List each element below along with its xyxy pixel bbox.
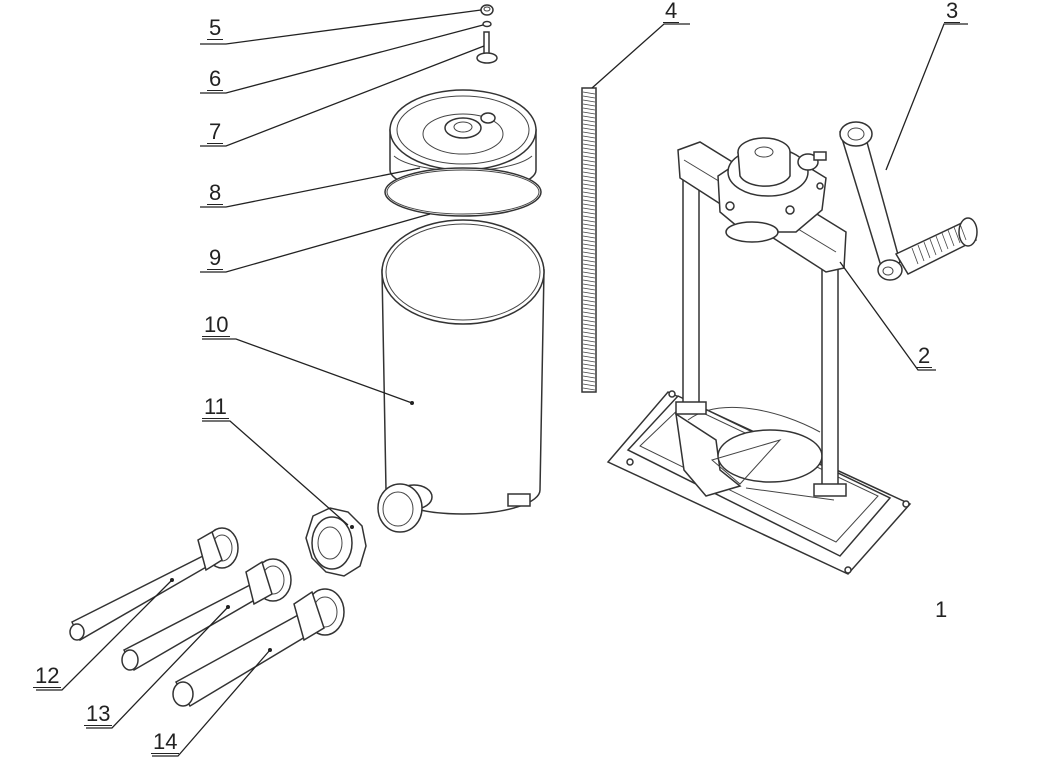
label-10: 10 bbox=[202, 312, 231, 337]
part-4-threaded-rod bbox=[581, 87, 597, 393]
part-5-nut bbox=[480, 4, 494, 16]
label-13: 13 bbox=[84, 701, 113, 726]
part-7-pin bbox=[476, 31, 498, 64]
label-9: 9 bbox=[207, 245, 224, 270]
label-1: 1 bbox=[935, 597, 948, 622]
label-11: 11 bbox=[202, 394, 229, 419]
part-10-cylinder bbox=[377, 219, 545, 533]
leader-lines bbox=[36, 9, 968, 757]
part-9-seal-ring bbox=[384, 167, 542, 217]
label-5: 5 bbox=[207, 15, 224, 40]
part-2-stand-head bbox=[675, 137, 847, 497]
part-1-base bbox=[606, 390, 912, 575]
part-14-nozzle bbox=[172, 588, 345, 708]
label-7: 7 bbox=[207, 119, 224, 144]
part-12-nozzle bbox=[69, 527, 239, 642]
label-3: 3 bbox=[944, 0, 961, 23]
label-2: 2 bbox=[916, 343, 933, 368]
part-3-crank-handle bbox=[839, 121, 978, 281]
label-8: 8 bbox=[207, 180, 224, 205]
label-14: 14 bbox=[151, 729, 180, 754]
part-13-nozzle bbox=[121, 558, 292, 672]
label-12: 12 bbox=[33, 663, 62, 688]
part-11-nut bbox=[305, 507, 367, 577]
label-6: 6 bbox=[207, 66, 224, 91]
part-6-washer bbox=[482, 20, 492, 28]
label-4: 4 bbox=[663, 0, 680, 23]
